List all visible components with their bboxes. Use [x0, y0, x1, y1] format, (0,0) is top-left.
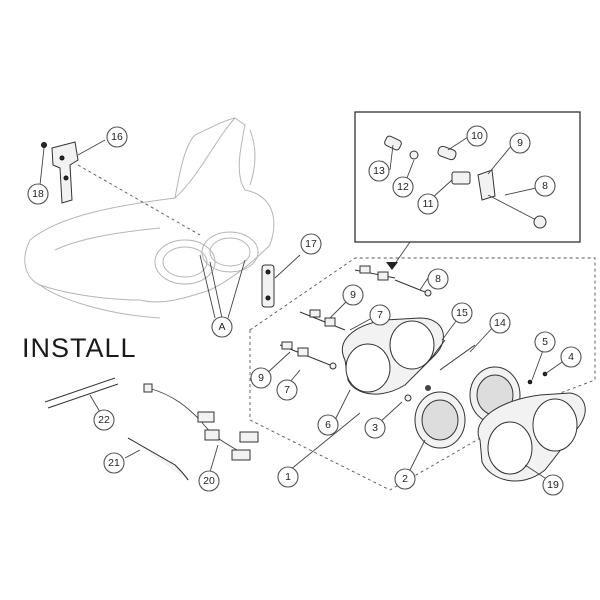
assembly-boundary [249, 257, 596, 491]
svg-text:11: 11 [423, 198, 434, 210]
svg-text:22: 22 [98, 414, 110, 426]
svg-text:3: 3 [372, 422, 378, 434]
svg-text:8: 8 [542, 180, 548, 192]
svg-text:19: 19 [547, 479, 559, 491]
svg-text:20: 20 [203, 475, 215, 487]
svg-text:21: 21 [108, 457, 120, 469]
svg-text:14: 14 [494, 317, 506, 329]
svg-text:9: 9 [258, 372, 264, 384]
callout-18: 18 [27, 183, 49, 205]
callout-9-lower: 9 [250, 367, 272, 389]
svg-text:4: 4 [568, 351, 574, 363]
callout-22: 22 [93, 409, 115, 431]
callout-20: 20 [198, 470, 220, 492]
svg-text:17: 17 [305, 238, 317, 250]
callout-11: 11 [417, 193, 439, 215]
svg-text:9: 9 [350, 289, 356, 301]
svg-text:13: 13 [373, 165, 385, 177]
svg-text:10: 10 [471, 130, 483, 142]
callout-9-upper: 9 [342, 284, 364, 306]
svg-text:7: 7 [377, 309, 383, 321]
callout-12: 12 [392, 176, 414, 198]
callout-7-lower: 7 [276, 379, 298, 401]
svg-text:2: 2 [402, 473, 408, 485]
adjuster-hardware [279, 265, 432, 370]
callout-5: 5 [534, 331, 556, 353]
callout-13: 13 [368, 160, 390, 182]
svg-text:5: 5 [542, 336, 548, 348]
callout-17: 17 [300, 233, 322, 255]
svg-text:16: 16 [111, 131, 123, 143]
svg-text:1: 1 [285, 471, 291, 483]
fairing-outline [24, 117, 275, 319]
side-bracket-part [261, 264, 275, 308]
callout-8-main: 8 [427, 268, 449, 290]
callout-7-upper: 7 [369, 304, 391, 326]
svg-text:A: A [218, 321, 225, 333]
callout-A: A [211, 316, 233, 338]
svg-text:15: 15 [456, 307, 468, 319]
callout-4: 4 [560, 346, 582, 368]
callout-15: 15 [451, 302, 473, 324]
callout-16: 16 [106, 126, 128, 148]
callout-14: 14 [489, 312, 511, 334]
callout-1: 1 [277, 466, 299, 488]
inset-parts [384, 135, 547, 229]
headlamp-units-part [414, 366, 521, 449]
callout-21: 21 [103, 452, 125, 474]
callout-leaders [264, 136, 566, 479]
svg-text:18: 18 [32, 188, 44, 200]
svg-text:6: 6 [325, 419, 331, 431]
callout-10: 10 [466, 125, 488, 147]
callout-8-inset: 8 [534, 175, 556, 197]
callout-19: 19 [542, 474, 564, 496]
svg-text:7: 7 [284, 384, 290, 396]
callout-2: 2 [394, 468, 416, 490]
mounting-bracket-part [41, 141, 79, 204]
install-kit-parts [44, 377, 259, 481]
callout-6: 6 [317, 414, 339, 436]
install-label: INSTALL [22, 333, 137, 363]
callout-markers: 1 2 3 4 5 6 7 7 8 8 9 9 9 10 11 12 13 14… [27, 125, 582, 496]
trim-bezel-part [477, 392, 586, 482]
svg-text:8: 8 [435, 273, 441, 285]
svg-text:9: 9 [517, 137, 523, 149]
headlamp-ring-part [342, 317, 444, 395]
svg-text:12: 12 [397, 181, 409, 193]
callout-3: 3 [364, 417, 386, 439]
callout-9-inset: 9 [509, 132, 531, 154]
